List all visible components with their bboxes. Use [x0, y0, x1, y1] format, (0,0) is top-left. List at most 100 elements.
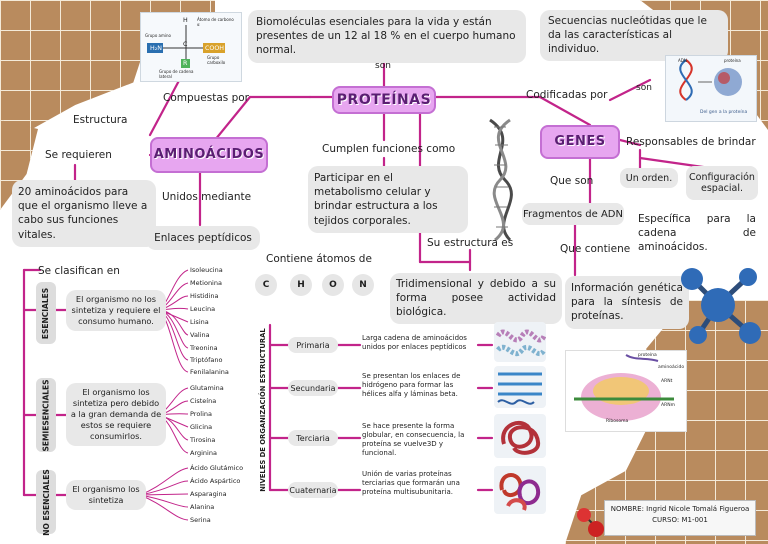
carboxyl-label: Grupo carboxilo — [207, 55, 226, 65]
se-clasifican-label: Se clasifican en — [38, 265, 120, 277]
essential-item: Treonina — [190, 344, 218, 352]
alpha-carbon-label: Átomo de carbono α — [197, 17, 234, 27]
level-tertiary-box: Terciaria — [288, 430, 338, 446]
functions-box: Participar en el metabolismo celular y b… — [308, 166, 468, 233]
translation-image: proteína aminoácido ARNt ARNm Ribosoma — [565, 350, 687, 432]
que-son-label: Que son — [550, 175, 594, 187]
dna-helix-icon — [679, 59, 742, 101]
level-quaternary-box: Cuaternaria — [288, 482, 338, 498]
primary-structure-image — [494, 322, 547, 362]
non-essential-label: NO ESENCIALES — [41, 468, 51, 536]
molecule-icon — [681, 268, 761, 344]
semi-essential-item: Arginina — [190, 449, 217, 457]
amino-c-label: C — [183, 41, 188, 48]
semi-essential-item: Prolina — [190, 410, 213, 418]
amino-cooh-label: COOH — [205, 45, 225, 52]
son-label-right: son — [636, 83, 652, 93]
unidos-label: Unidos mediante — [162, 191, 252, 203]
level-primary-desc: Larga cadena de aminoácidos unidos por e… — [362, 334, 467, 352]
amino-group-label: Grupo amino — [145, 33, 171, 38]
author-box: NOMBRE: Ingrid Nicole Tomalá Figueroa CU… — [604, 500, 756, 536]
contiene-atomos-label: Contiene átomos de — [266, 253, 372, 265]
non-essential-item: Alanina — [190, 503, 215, 511]
aminoacids-title-text: AMINOÁCIDOS — [153, 147, 265, 162]
ribosome-mrna-label: ARNm — [661, 403, 675, 408]
ribosome-icon — [574, 354, 674, 421]
genes-title: GENES — [540, 125, 620, 159]
needed-aminoacids-box: 20 aminoácidos para que el organismo lle… — [12, 180, 156, 247]
dna-fragments-box: Fragmentos de ADN — [522, 203, 624, 225]
son-label-top: son — [375, 61, 391, 71]
genetic-info-box: Información genética para la síntesis de… — [565, 276, 689, 329]
level-tertiary-desc: Se hace presente la forma globular, en c… — [362, 422, 465, 458]
codificadas-label: Codificadas por — [526, 89, 608, 101]
essential-item: Fenilalanina — [190, 368, 229, 376]
non-essential-item: Ácido Aspártico — [190, 477, 241, 485]
atom-oxygen: O — [322, 274, 344, 296]
atom-hydrogen: H — [290, 274, 312, 296]
ribosome-label: Ribosoma — [606, 419, 629, 424]
genes-title-text: GENES — [554, 134, 606, 149]
molecule-small-icon — [577, 508, 604, 537]
non-essential-item: Serina — [190, 516, 211, 524]
non-essential-label-box: NO ESENCIALES — [36, 468, 56, 536]
semi-essential-label: SEMIESENCIALES — [41, 378, 51, 452]
atom-nitrogen: N — [352, 274, 374, 296]
tridimensional-box: Tridimensional y debido a su forma posee… — [390, 273, 562, 324]
estructura-label: Estructura — [73, 114, 128, 126]
essential-item: Valina — [190, 331, 210, 339]
dna-helix-icon — [489, 118, 513, 242]
proteins-title-text: PROTEÍNAS — [336, 92, 432, 108]
amino-acid-structure-icon — [147, 25, 225, 68]
aminoacids-title: AMINOÁCIDOS — [150, 137, 268, 173]
order-box: Un orden. — [620, 168, 678, 188]
author-name: NOMBRE: Ingrid Nicole Tomalá Figueroa — [610, 505, 750, 513]
essential-item: Triptófano — [190, 356, 223, 364]
spatial-config-box: Configuración espacial. — [686, 166, 758, 200]
semi-essential-label-box: SEMIESENCIALES — [36, 378, 56, 452]
dna-label: ADN — [678, 58, 687, 63]
level-secondary-box: Secundaria — [288, 380, 338, 396]
ribosome-trna-label: ARNt — [661, 379, 673, 384]
ribosome-protein-label: proteína — [638, 353, 657, 358]
amino-acid-structure-image: H₂N H C COOH R Grupo amino Átomo de carb… — [140, 12, 242, 82]
essential-item: Leucina — [190, 305, 216, 313]
amino-h-label: H — [183, 17, 188, 24]
specific-chain-text: Específica para la cadena de aminoácidos… — [638, 213, 756, 254]
dna-to-protein-image: ADN proteína Del gen a la proteína — [665, 55, 757, 122]
semi-essential-item: Glicina — [190, 423, 213, 431]
ribosome-aminoacid-label: aminoácido — [658, 365, 685, 370]
author-course: CURSO: M1-001 — [652, 516, 708, 524]
peptide-bonds-box: Enlaces peptídicos — [146, 226, 260, 251]
essential-label: ESENCIALES — [41, 287, 51, 339]
semi-essential-desc-box: El organismo los sintetiza pero debido a… — [66, 383, 166, 447]
secondary-structure-image — [494, 366, 546, 408]
essential-item: Metionina — [190, 279, 222, 287]
tertiary-structure-image — [494, 414, 546, 458]
non-essential-item: Asparagina — [190, 490, 227, 498]
amino-r-label: R — [183, 60, 188, 67]
dna-image-caption: Del gen a la proteína — [700, 110, 748, 115]
level-quaternary-desc: Unión de varias proteínas terciarias que… — [362, 470, 460, 497]
compuestas-label: Compuestas por — [163, 92, 249, 104]
semi-essential-item: Tirosina — [190, 436, 216, 444]
se-requieren-label: Se requieren — [45, 149, 112, 161]
essential-item: Lisina — [190, 318, 209, 326]
non-essential-desc-box: El organismo los sintetiza — [66, 480, 146, 511]
non-essential-item: Ácido Glutámico — [190, 464, 244, 472]
essential-item: Histidina — [190, 292, 219, 300]
level-secondary-desc: Se presentan los enlaces de hidrógeno pa… — [362, 372, 461, 399]
side-chain-label: Grupo de cadena lateral — [159, 69, 194, 79]
levels-vertical-label: NIVELES DE ORGANIZACIÓN ESTRUCTURAL — [252, 328, 274, 492]
gene-sequences-box: Secuencias nucleótidas que le da las car… — [540, 10, 728, 61]
essential-desc-box: El organismo no los sintetiza y requiere… — [66, 290, 166, 332]
essential-item: Isoleucina — [190, 266, 223, 274]
quaternary-structure-image — [494, 466, 546, 514]
responsables-label: Responsables de brindar — [626, 136, 756, 148]
atom-carbon: C — [255, 274, 277, 296]
protein-label: proteína — [724, 58, 741, 63]
estructura-es-label: Su estructura es — [427, 237, 514, 249]
cumplen-label: Cumplen funciones como — [322, 143, 456, 155]
essential-label-box: ESENCIALES — [36, 282, 56, 344]
amino-n-label: H₂N — [150, 45, 162, 52]
